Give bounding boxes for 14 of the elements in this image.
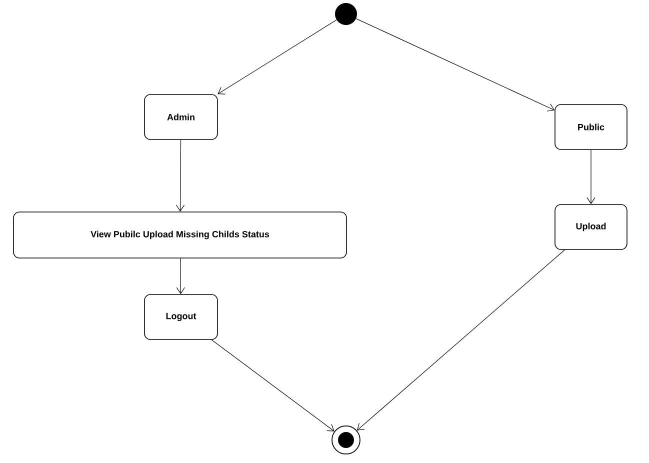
action-box: View Pubilc Upload Missing Childs Status bbox=[13, 212, 347, 258]
arrow bbox=[176, 140, 185, 212]
arrow bbox=[211, 340, 334, 432]
action-box: Public bbox=[554, 104, 628, 150]
start-node bbox=[335, 3, 357, 25]
end-node bbox=[332, 426, 360, 454]
arrow bbox=[218, 20, 337, 94]
arrow bbox=[586, 150, 596, 204]
arrow bbox=[176, 258, 185, 294]
arrow bbox=[356, 18, 555, 112]
action-box: Upload bbox=[554, 204, 628, 250]
arrow bbox=[356, 250, 565, 430]
action-box: Logout bbox=[144, 294, 218, 340]
action-box: Admin bbox=[144, 94, 218, 140]
